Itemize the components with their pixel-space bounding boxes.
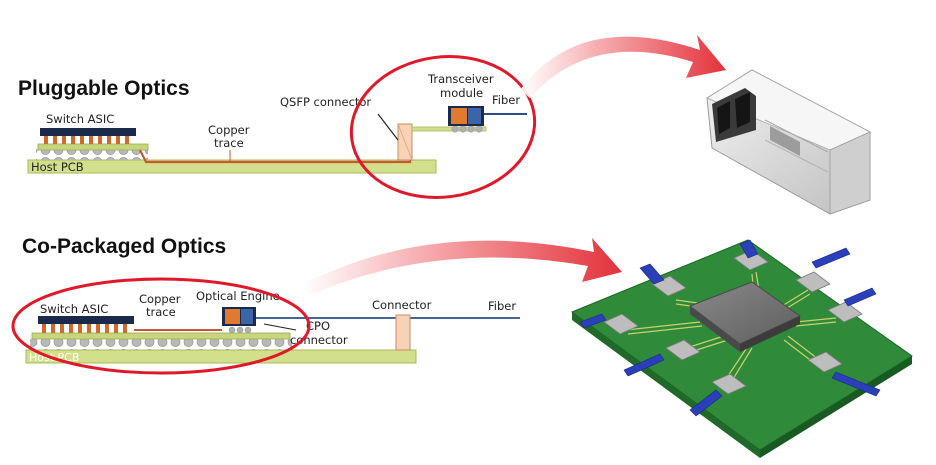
highlight-ellipse-top xyxy=(349,55,537,199)
switch-asic-label: Switch ASIC xyxy=(46,112,114,126)
switch-asic-label-bottom: Switch ASIC xyxy=(40,302,108,316)
host-pcb xyxy=(27,159,437,174)
asic-bumps xyxy=(44,135,129,144)
pluggable-optics-title: Pluggable Optics xyxy=(18,77,190,100)
copper-trace-label-bottom-1: Copper xyxy=(139,292,181,306)
asic-substrate xyxy=(37,143,149,151)
cpo-connector-label-1: CPO xyxy=(306,319,330,333)
copper-trace-label-2: trace xyxy=(214,136,244,150)
fiber-label: Fiber xyxy=(492,93,520,107)
solder-balls xyxy=(36,149,148,160)
highlight-ellipse-bottom xyxy=(11,277,311,375)
switch-asic-chip-bottom xyxy=(38,316,134,324)
qsfp-connector-label: QSFP connector xyxy=(280,95,371,109)
pluggable-diagram: Host PCB Switch ASIC Copper trace QSFP c… xyxy=(27,55,537,199)
sfp-transceiver-icon xyxy=(706,69,871,215)
arrow-top xyxy=(520,35,726,98)
transceiver-label-1: Transceiver xyxy=(427,72,494,86)
host-pcb-bottom xyxy=(25,349,417,364)
solder-balls-bottom xyxy=(30,339,292,350)
arrow-bottom xyxy=(300,238,622,294)
copper-trace xyxy=(139,143,412,164)
asic-bumps-bottom xyxy=(42,324,127,333)
front-panel-connector xyxy=(395,314,411,351)
qsfp-pointer xyxy=(377,113,399,141)
connector-label: Connector xyxy=(372,298,432,312)
co-packaged-optics-title: Co-Packaged Optics xyxy=(22,235,226,258)
copper-trace-label-1: Copper xyxy=(208,123,250,137)
fiber-label-bottom: Fiber xyxy=(488,299,516,313)
copper-trace-label-bottom-2: trace xyxy=(146,305,176,319)
switch-asic-chip xyxy=(40,128,136,136)
package-substrate xyxy=(31,332,291,340)
optical-engine-label: Optical Engine xyxy=(196,289,280,303)
transceiver-label-2: module xyxy=(440,86,483,100)
host-pcb-label: Host PCB xyxy=(31,160,84,174)
cpo-board-icon xyxy=(570,239,913,458)
co-packaged-diagram: Host PCB Switch ASIC Copper trace Optica… xyxy=(11,277,520,375)
